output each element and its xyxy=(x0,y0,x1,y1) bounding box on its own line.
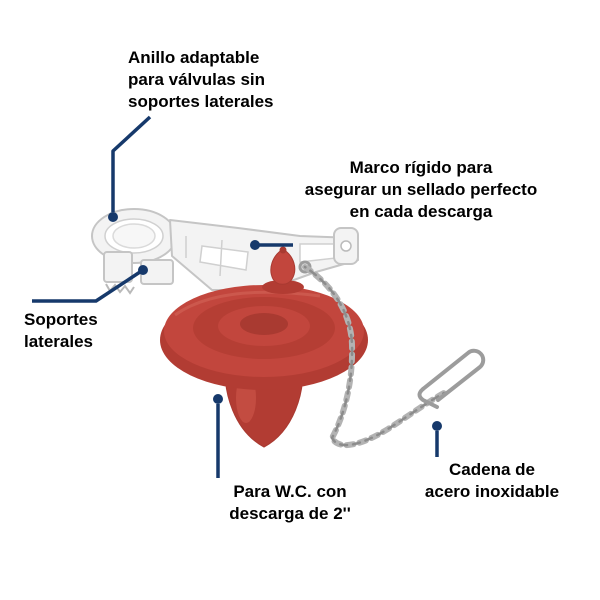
rubber-flapper xyxy=(160,246,368,448)
adapter-ring-icon xyxy=(91,208,177,264)
stainless-steel-chain-icon xyxy=(298,260,447,448)
side-supports-icon xyxy=(103,251,174,295)
red-cone-icon xyxy=(262,246,304,294)
callout-marco xyxy=(250,240,293,250)
frame-arm xyxy=(169,219,359,291)
callout-para-wc xyxy=(213,394,223,478)
callout-anillo xyxy=(108,115,152,222)
label-marco-rigido: Marco rígido para asegurar un sellado pe… xyxy=(304,158,538,221)
label-cadena-acero: Cadena de acero inoxidable xyxy=(424,460,560,501)
callout-soportes xyxy=(32,265,148,303)
label-para-wc: Para W.C. con descarga de 2'' xyxy=(229,482,351,523)
label-anillo-adaptable: Anillo adaptable para válvulas sin sopor… xyxy=(128,48,274,111)
label-soportes-laterales: Soportes laterales xyxy=(24,310,98,351)
chain-hook-icon xyxy=(417,348,486,409)
rubber-seal-disc-icon xyxy=(160,285,368,390)
callout-cadena xyxy=(432,421,442,457)
